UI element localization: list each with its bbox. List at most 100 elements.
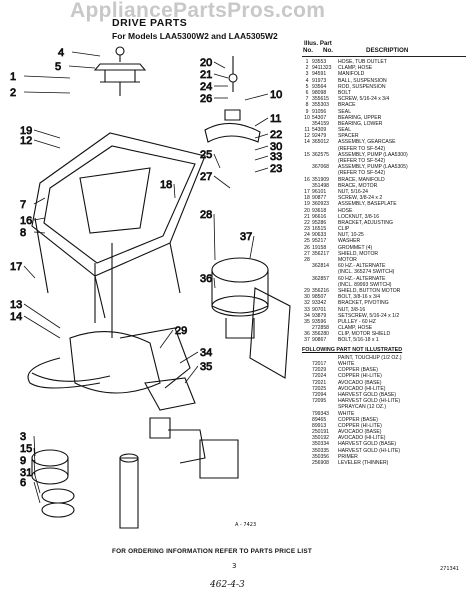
parts-cell-desc: ROD, SUSPENSION (338, 83, 386, 90)
header-divider (302, 56, 466, 57)
parts-cell-part: 91056 (312, 108, 327, 115)
callout-label: 37 (240, 231, 252, 243)
parts-cell-illus: 33 (304, 306, 310, 313)
callout-label: 26 (200, 93, 212, 105)
parts-cell-desc: GROMMET (4) (338, 244, 373, 251)
parts-cell-illus: 35 (304, 318, 310, 325)
drive-belt (27, 357, 101, 389)
callout-label: 27 (200, 171, 212, 183)
parts-cell-part: 93618 (312, 207, 327, 214)
leader-line (23, 303, 61, 329)
callout-label: 13 (10, 299, 22, 311)
parts-cell-desc: CLAMP, HOSE (338, 325, 373, 332)
parts-cell-illus: 6 (305, 89, 309, 96)
parts-cell-desc: SEAL (338, 108, 352, 115)
parts-cell-part: 272858 (312, 325, 329, 332)
parts-cell-part: 367068 (312, 164, 329, 171)
leader-line (159, 329, 174, 349)
leader-line (254, 133, 269, 139)
parts-cell-part: 92479 (312, 133, 327, 140)
parts-cell-part: 365012 (312, 139, 329, 146)
parts-cell-desc: BRACKET, PIVOTING (338, 300, 389, 307)
not-illustrated-row: 89465 COPPER (BASE) (302, 417, 470, 423)
ni-cell-part: 799343 (312, 410, 329, 417)
ni-cell-desc: SPRAYCAN (12 OZ.) (338, 404, 387, 411)
not-illustrated-header: FOLLOWING PART NOT ILLUSTRATED (302, 346, 403, 353)
leader-line (33, 129, 61, 139)
parts-cell-illus: 2 (305, 65, 309, 72)
parts-cell-desc: (REFER TO SF-542) (338, 170, 386, 177)
callout-label: 22 (270, 129, 282, 141)
ni-cell-desc: AVOCADO (HI-LITE) (338, 385, 386, 392)
ni-cell-desc: WHITE (338, 410, 355, 417)
leader-line (33, 447, 36, 464)
motor (211, 257, 269, 283)
parts-cell-desc: ASSEMBLY, PUMP (LAA5300) (338, 151, 408, 158)
parts-cell-desc: CLIP (338, 226, 350, 233)
ni-cell-part: 89465 (312, 416, 327, 423)
parts-cell-illus: 9 (305, 108, 309, 115)
parts-cell-desc: BOLT (338, 89, 351, 96)
parts-cell-desc: MOTOR (338, 257, 357, 263)
callout-label: 12 (20, 135, 32, 147)
not-illustrated-row: 72094 HARVEST GOLD (BASE) (302, 392, 470, 398)
callout-label: 35 (200, 361, 212, 373)
leader-line (23, 265, 36, 279)
leader-line (23, 75, 71, 79)
parts-cell-part: 98507 (312, 294, 327, 301)
parts-cell-illus: 18 (304, 195, 310, 202)
ni-cell-part: 72094 (312, 391, 327, 398)
leader-line (173, 183, 176, 199)
parts-row: (INCL. 365274 SWITCH) (302, 269, 470, 275)
parts-cell-illus: 32 (304, 300, 310, 307)
callout-label: 33 (270, 151, 282, 163)
parts-cell-part: 351909 (312, 176, 329, 183)
leader-line (244, 93, 269, 101)
ni-cell-part: 256908 (312, 460, 329, 467)
ni-cell-desc: LEVELER (THINNER) (338, 460, 389, 467)
leader-line (249, 235, 255, 259)
ni-cell-desc: COPPER (BASE) (338, 416, 378, 423)
parts-row: (REFER TO SF-542) (302, 146, 470, 152)
ni-cell-desc: HARVEST GOLD (BASE) (338, 391, 397, 398)
parts-cell-desc: BEARING, LOWER (338, 120, 383, 127)
outlet-hose (119, 457, 139, 529)
parts-cell-desc: (INCL. 89993 SWITCH) (338, 281, 392, 288)
ni-cell-part: 72017 (312, 361, 327, 368)
leader-line (213, 153, 221, 169)
ni-cell-part: 350334 (312, 441, 329, 448)
parts-row: (REFER TO SF-542) (302, 158, 470, 164)
parts-cell-illus: 11 (304, 127, 310, 134)
callout-label: 6 (20, 477, 26, 489)
parts-cell-desc: 60 HZ.- ALTERNATE (338, 275, 386, 282)
leader-line (213, 73, 229, 79)
parts-cell-desc: HOSE, TUB OUTLET (338, 59, 387, 65)
parts-cell-illus: 3 (305, 71, 309, 78)
callout-label: 14 (10, 311, 22, 323)
page-subtitle: For Models LAA5300W2 and LAA5305W2 (112, 31, 278, 41)
ni-cell-desc: COPPER (HI-LITE) (338, 422, 382, 429)
parts-cell-desc: BOLT, 3/8-16 x 3/4 (338, 294, 381, 301)
leader-line (254, 117, 269, 127)
callout-label: 5 (55, 61, 61, 73)
ni-cell-desc: HARVEST GOLD (BASE) (338, 441, 397, 448)
parts-cell-part: 355615 (312, 96, 329, 103)
ni-cell-part: 72029 (312, 367, 327, 374)
parts-cell-part: 351498 (312, 182, 329, 189)
leader-line (33, 435, 36, 457)
